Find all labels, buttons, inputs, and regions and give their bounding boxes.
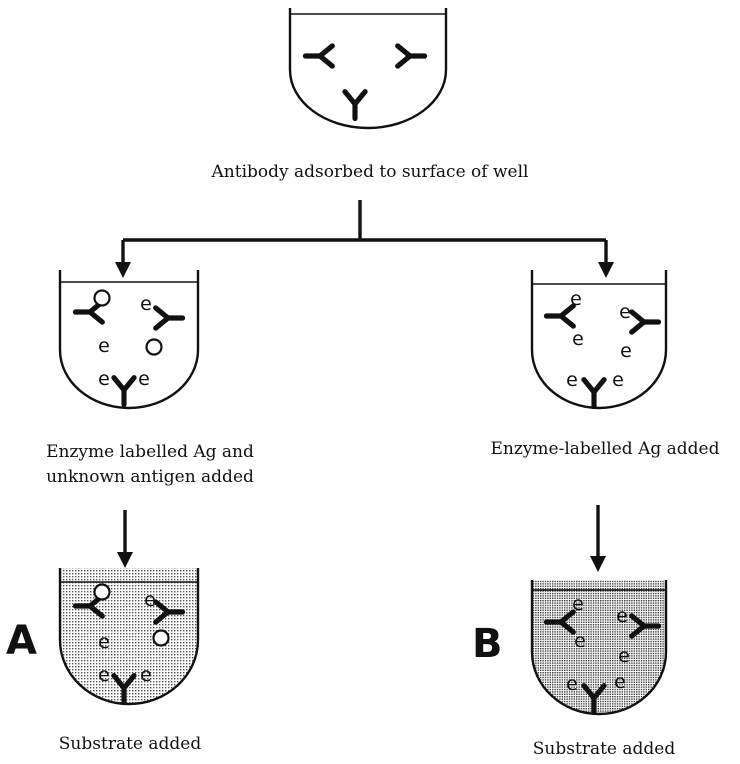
- caption-substrate-added-b: Substrate added: [532, 739, 676, 759]
- enzyme-label: e: [98, 335, 110, 357]
- well-labelled-only: [530, 270, 668, 410]
- antibody-icon: [153, 305, 186, 331]
- enzyme-label: e: [140, 293, 152, 315]
- enzyme-label: e: [98, 631, 110, 653]
- enzyme-label: e: [144, 589, 156, 611]
- enzyme-label: e: [138, 368, 150, 390]
- well-b-substrate: [530, 580, 668, 716]
- antibody-icon: [153, 599, 186, 625]
- caption-antibody-adsorbed: Antibody adsorbed to surface of well: [211, 162, 529, 182]
- unlabelled-antigen-icon: [93, 583, 111, 601]
- caption-enzyme-labelled-ag-added: Enzyme-labelled Ag added: [490, 439, 720, 459]
- arrow-to-competitive-well-head: [115, 262, 131, 278]
- enzyme-label: e: [619, 301, 631, 323]
- enzyme-label: e: [574, 630, 586, 652]
- enzyme-label: e: [612, 369, 624, 391]
- antibody-icon: [302, 43, 335, 69]
- enzyme-label: e: [572, 593, 584, 615]
- caption-substrate-added-a: Substrate added: [58, 734, 202, 754]
- enzyme-label: e: [572, 328, 584, 350]
- arrow-to-well-b-head: [590, 556, 606, 572]
- arrow-to-well-a-head: [117, 552, 133, 568]
- caption-enzyme-labelled-ag-and-unknown-line2: unknown antigen added: [46, 467, 254, 487]
- unlabelled-antigen-icon: [93, 289, 111, 307]
- antibody-icon: [581, 377, 607, 410]
- enzyme-label: e: [566, 673, 578, 695]
- antibody-icon: [629, 309, 662, 335]
- enzyme-label: e: [98, 368, 110, 390]
- antibody-icon: [629, 613, 662, 639]
- well-a-substrate: [58, 568, 200, 706]
- antibody-icon: [342, 89, 368, 122]
- enzyme-label: e: [614, 671, 626, 693]
- enzyme-label: e: [566, 369, 578, 391]
- unlabelled-antigen-icon: [152, 629, 170, 647]
- antibody-icon: [111, 673, 137, 706]
- arrow-to-labelled-well-head: [598, 262, 614, 278]
- enzyme-label: e: [570, 288, 582, 310]
- panel-label-b: B: [472, 621, 503, 667]
- enzyme-label: e: [140, 664, 152, 686]
- enzyme-label: e: [98, 664, 110, 686]
- enzyme-label: e: [618, 645, 630, 667]
- antibody-icon: [395, 43, 428, 69]
- enzyme-label: e: [620, 340, 632, 362]
- unlabelled-antigen-icon: [145, 338, 163, 356]
- panel-label-a: A: [6, 618, 37, 664]
- well-antibody-coated: [288, 8, 448, 130]
- antibody-icon: [111, 375, 137, 408]
- caption-enzyme-labelled-ag-and-unknown-line1: Enzyme labelled Ag and: [46, 442, 254, 462]
- antibody-icon: [543, 303, 576, 329]
- antibody-icon: [581, 683, 607, 716]
- antibody-icon: [543, 609, 576, 635]
- enzyme-label: e: [616, 605, 628, 627]
- well-competitive: [58, 270, 200, 410]
